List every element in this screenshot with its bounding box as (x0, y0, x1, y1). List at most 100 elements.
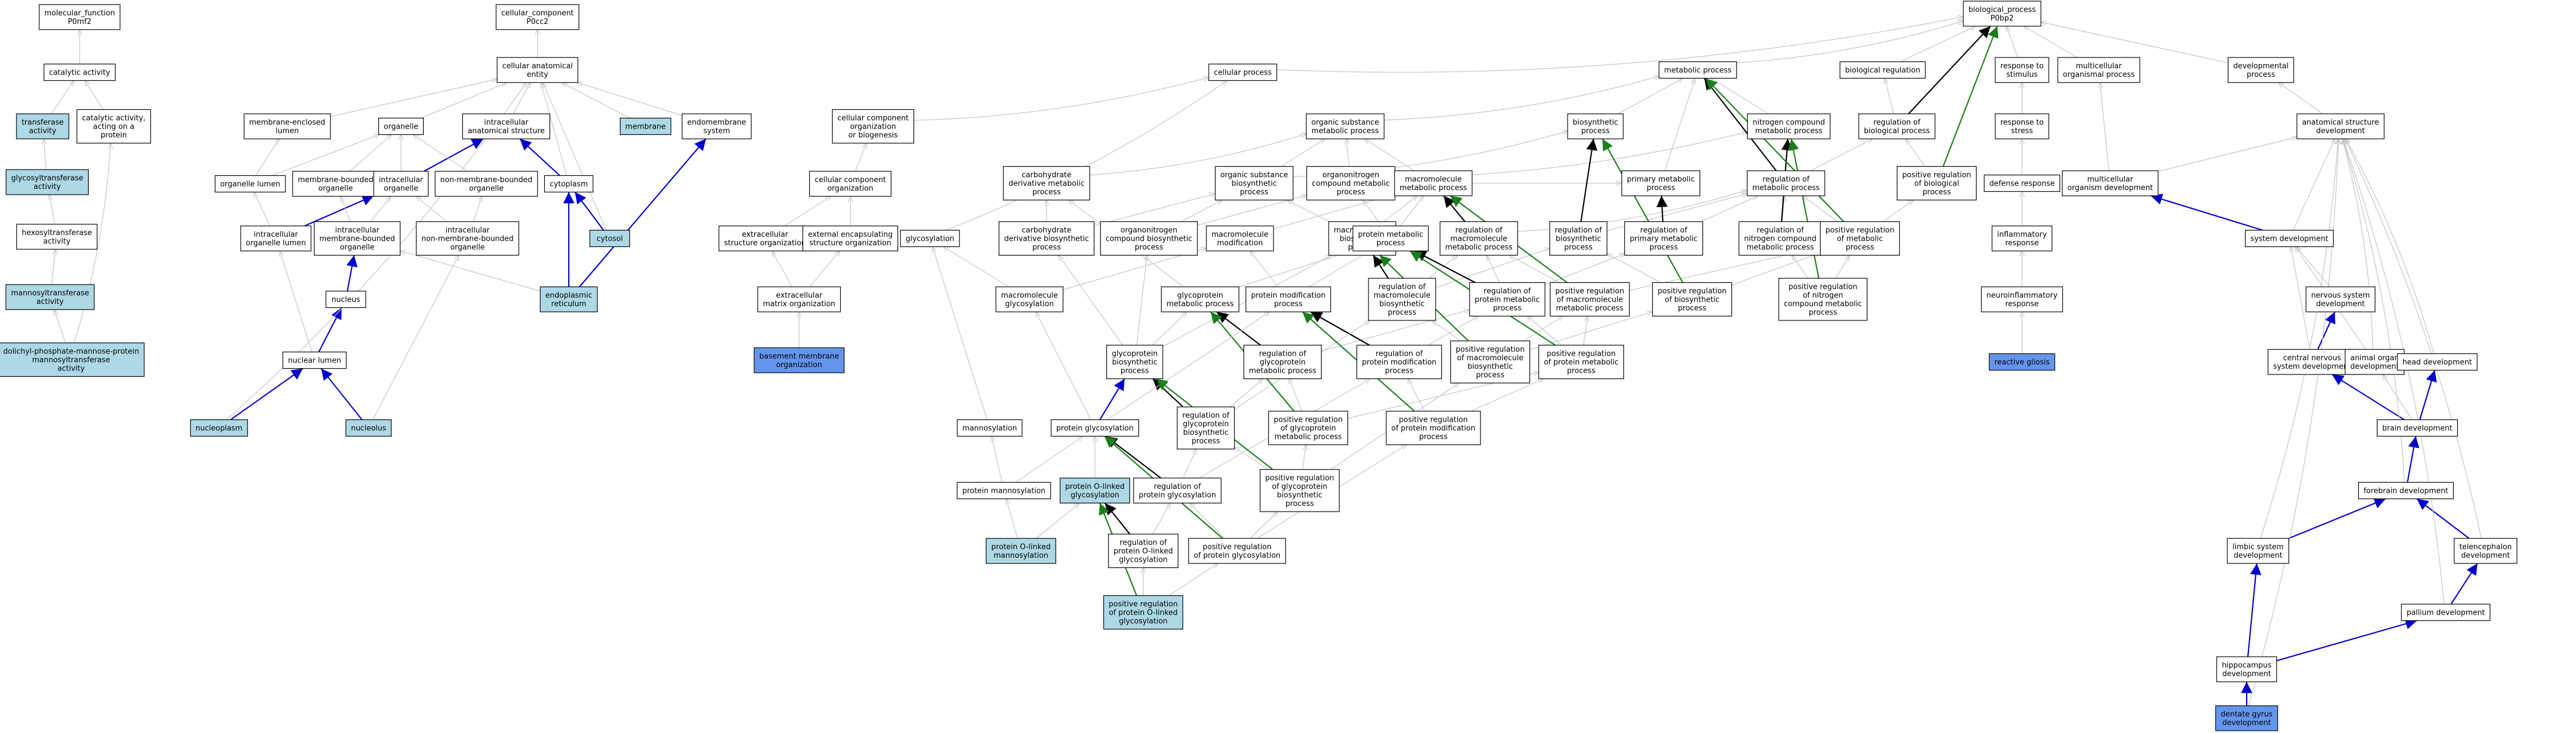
node-box (1394, 170, 1473, 196)
edge-prmp-to-mp (1705, 77, 1845, 223)
node-box (2296, 113, 2385, 139)
node-box (2216, 656, 2277, 682)
node-box (2454, 538, 2517, 564)
edge-rgpmp-to-rprotmp (1321, 310, 1469, 352)
edge-org-to-cae (420, 83, 507, 119)
edge-rpg-to-rgpbp (1182, 449, 1196, 479)
node-box (76, 109, 151, 144)
node-box (540, 286, 598, 312)
edge-pmp-to-mp (1664, 79, 1695, 171)
edge-orgl-to-mel (255, 139, 279, 176)
node-orgl: organelle lumen (214, 175, 286, 193)
node-box (2345, 349, 2405, 375)
edge-orgl-to-org (271, 135, 379, 176)
node-box (282, 351, 347, 369)
node-box (39, 4, 121, 30)
edge-prpg-to-rpg (1190, 503, 1225, 539)
node-box (2358, 481, 2454, 500)
edge-prpg-to-prgpbp (1250, 512, 1278, 539)
node-box (1450, 340, 1531, 384)
node-box (416, 221, 519, 256)
edge-rbp-to-br (1885, 79, 1895, 114)
edge-pg-to-pm (1107, 312, 1270, 421)
node-box (1621, 170, 1701, 196)
node-box (462, 113, 551, 139)
edge-nucp-to-nl (230, 368, 304, 421)
node-box (435, 171, 538, 197)
node-box (1188, 538, 1286, 564)
edge-pm-to-protmp (1309, 251, 1370, 287)
node-box (998, 221, 1095, 256)
node-label: head development (2403, 359, 2472, 367)
edge-sysd-to-mod (2151, 193, 2263, 231)
node-box (373, 171, 429, 197)
node-box (2267, 349, 2357, 375)
node-box (1858, 113, 1936, 139)
node-box (1896, 166, 1977, 201)
node-box (1747, 113, 1831, 139)
edge-mmp-to-osmp (1365, 139, 1415, 171)
edge-rpg-to-pg (1105, 435, 1161, 479)
edge-hpd-to-pd (2276, 618, 2417, 662)
node-label: mannosylation (962, 425, 1017, 433)
node-glyc: glycosylation (900, 229, 960, 248)
edge-cnsd-to-sysd (2291, 247, 2310, 350)
node-defr: defense response (1983, 174, 2061, 192)
edge-gta-to-ta (44, 139, 46, 170)
edge-cytosol-to-cae (543, 83, 607, 230)
edge-prncmp-to-rncmp (1792, 256, 1809, 279)
node-box (313, 221, 401, 256)
edge-rmmp-to-rmp (1518, 190, 1747, 232)
edge-mbo-to-org (349, 135, 391, 172)
node-label: metabolic process (1664, 67, 1732, 75)
edge-rprotmp-to-rmmp (1487, 256, 1500, 283)
edge-nsd-to-sysd (2296, 247, 2330, 287)
node-pd: pallium development (2401, 603, 2491, 621)
edge-pg-to-gpbp (1099, 378, 1126, 421)
edge-nucl-to-inmbo (373, 256, 460, 420)
node-label: protein mannosylation (962, 487, 1045, 496)
node-box (589, 229, 630, 248)
edge-inmbo-to-io (416, 196, 448, 223)
edge-hta-to-gta (49, 195, 55, 225)
edge-mod-to-asd (2158, 137, 2297, 172)
node-label: membrane (625, 123, 665, 131)
node-box (986, 538, 1056, 564)
